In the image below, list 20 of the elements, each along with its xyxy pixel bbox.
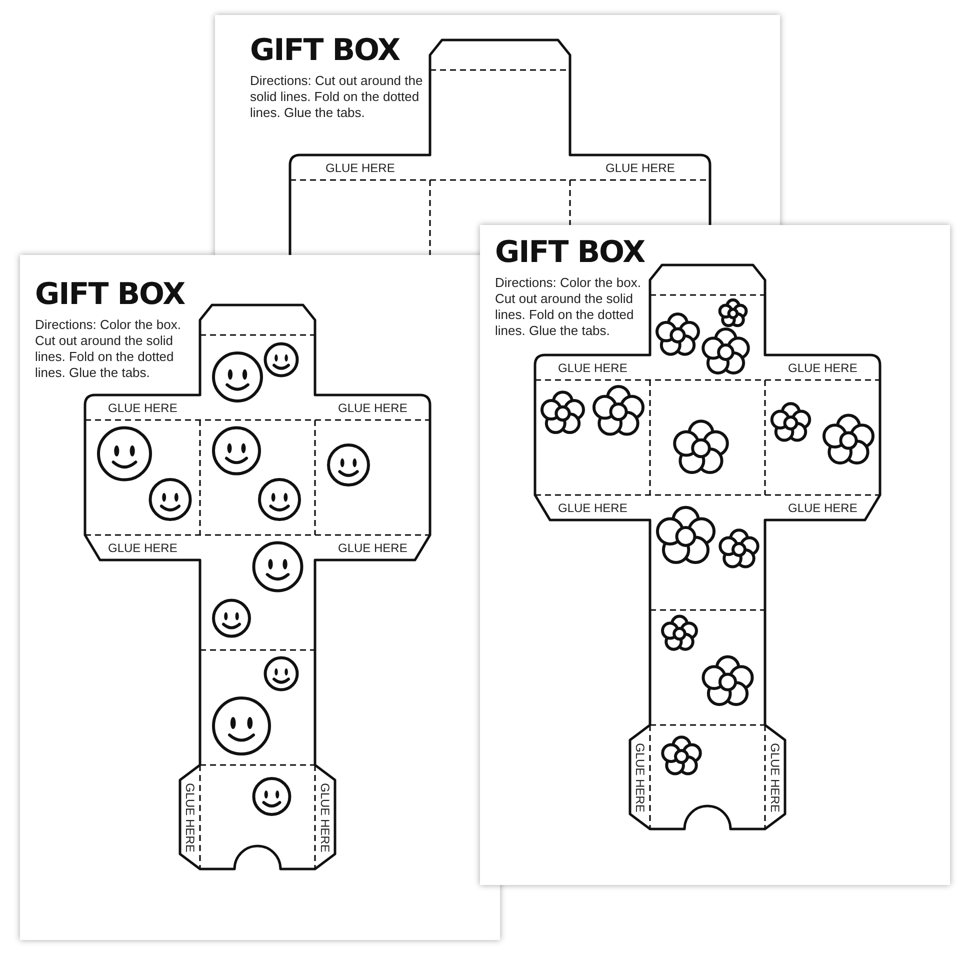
tab-label: GLUE HERE (108, 540, 178, 554)
tab-label: GLUE HERE (558, 500, 628, 514)
tab-label: GLUE HERE (183, 782, 197, 852)
worksheet-title: GIFT BOX (495, 235, 645, 270)
tab-label: GLUE HERE (338, 400, 408, 414)
tab-label: GLUE HERE (326, 160, 395, 174)
worksheet-title: GIFT BOX (250, 33, 400, 68)
tab-label: GLUE HERE (633, 742, 647, 812)
worksheet-title: GIFT BOX (35, 277, 185, 312)
directions-text: Directions: Cut out around the solid lines. Fold on the dotted lines. Glue the tabs. (250, 73, 424, 121)
tab-label: GLUE HERE (108, 400, 178, 414)
directions-text: Directions: Color the box. Cut out around the solid lines. Fold on the dotted lines. Glue the tabs. (35, 317, 182, 381)
tab-label: GLUE HERE (606, 160, 675, 174)
directions-text: Directions: Color the box. Cut out around the solid lines. Fold on the dotted lines. Glue the tabs. (495, 275, 642, 339)
tab-label: GLUE HERE (768, 742, 782, 812)
tab-label: GLUE HERE (558, 360, 628, 374)
tab-label: GLUE HERE (338, 540, 408, 554)
tab-label: GLUE HERE (788, 500, 858, 514)
tab-label: GLUE HERE (318, 782, 332, 852)
tab-label: GLUE HERE (788, 360, 858, 374)
